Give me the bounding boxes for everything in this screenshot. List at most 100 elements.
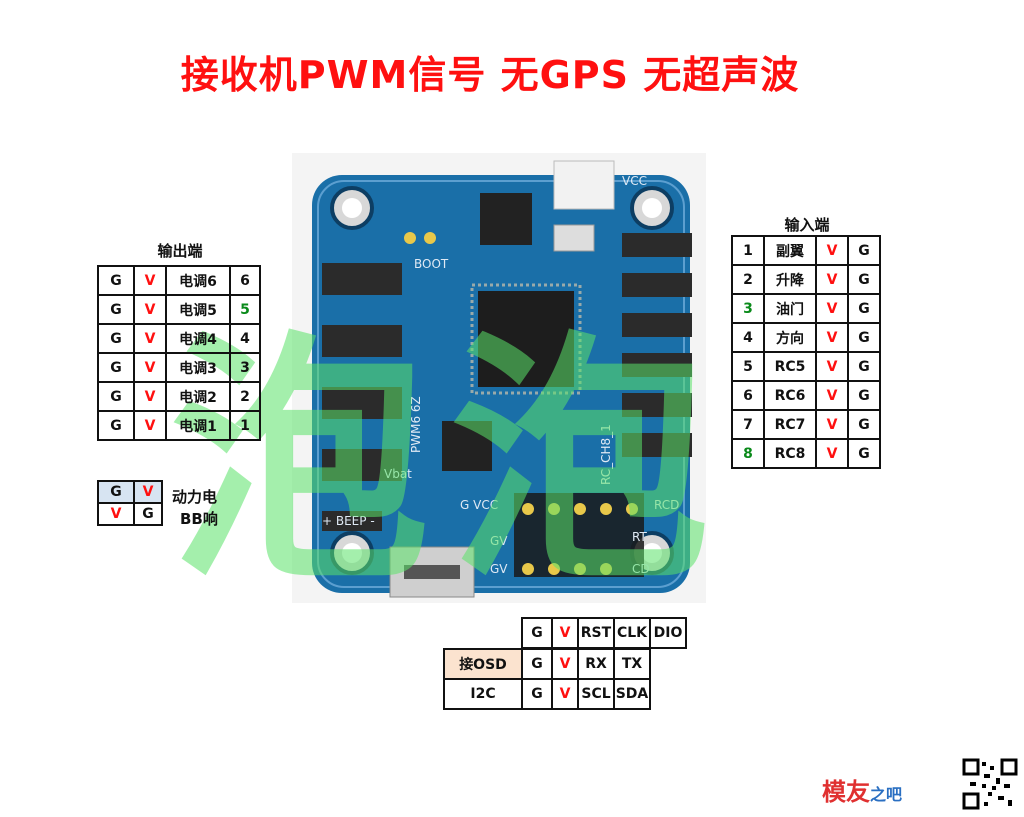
output-num: 6 — [229, 265, 261, 296]
output-g: G — [97, 381, 135, 412]
power-row: G V — [97, 480, 163, 504]
output-name: 电调4 — [165, 323, 231, 354]
power-label: 动力电 — [172, 488, 218, 506]
input-v: V — [815, 235, 849, 266]
output-row: G V 电调5 5 — [97, 294, 261, 325]
output-num: 2 — [229, 381, 261, 412]
input-num: 3 — [731, 293, 765, 324]
board-label-pwm: PWM6 6Z — [409, 396, 423, 453]
output-num: 3 — [229, 352, 261, 383]
power-row: V G — [97, 502, 163, 526]
output-name: 电调1 — [165, 410, 231, 441]
osd-cell: V — [551, 648, 579, 680]
output-g: G — [97, 323, 135, 354]
input-name: RC5 — [763, 351, 817, 382]
input-row: 7 RC7 V G — [731, 409, 881, 440]
input-g: G — [847, 235, 881, 266]
bottom-header-cell: DIO — [649, 617, 687, 649]
output-name: 电调5 — [165, 294, 231, 325]
i2c-cell: SDA — [613, 678, 651, 710]
i2c-row: I2C G V SCL SDA — [443, 678, 651, 710]
i2c-cell: G — [521, 678, 553, 710]
input-name: 油门 — [763, 293, 817, 324]
logo-main: 模友 — [822, 778, 870, 806]
output-v: V — [133, 265, 167, 296]
power-b: G — [133, 502, 163, 526]
board-label-vcc: VCC — [622, 174, 647, 188]
i2c-cell: SCL — [577, 678, 615, 710]
output-row: G V 电调6 6 — [97, 265, 261, 296]
output-caption: 输出端 — [157, 242, 203, 260]
osd-cell: G — [521, 648, 553, 680]
bottom-header-cell: G — [521, 617, 553, 649]
input-g: G — [847, 438, 881, 469]
output-v: V — [133, 294, 167, 325]
osd-cell: RX — [577, 648, 615, 680]
i2c-cell: V — [551, 678, 579, 710]
power-a: G — [97, 480, 135, 504]
board-label-beep: + BEEP - — [322, 514, 375, 528]
bottom-table: 接OSD G V RX TX I2C G V SCL SDA — [443, 648, 651, 710]
input-name: 副翼 — [763, 235, 817, 266]
input-num: 7 — [731, 409, 765, 440]
output-num: 1 — [229, 410, 261, 441]
input-g: G — [847, 322, 881, 353]
input-g: G — [847, 380, 881, 411]
board-label-vbat: Vbat — [384, 467, 412, 481]
input-v: V — [815, 409, 849, 440]
osd-label: 接OSD — [443, 648, 523, 680]
output-row: G V 电调3 3 — [97, 352, 261, 383]
output-name: 电调6 — [165, 265, 231, 296]
output-g: G — [97, 410, 135, 441]
input-name: RC6 — [763, 380, 817, 411]
output-table: G V 电调6 6 G V 电调5 5 G V 电调4 4 G V 电调3 3 … — [97, 265, 261, 441]
board-label-rt: RT — [632, 530, 647, 544]
input-num: 6 — [731, 380, 765, 411]
bottom-header-cell: RST — [577, 617, 615, 649]
board-label-rc: RC_CH8_1 — [599, 424, 613, 485]
bottom-header-cell: V — [551, 617, 579, 649]
input-row: 2 升降 V G — [731, 264, 881, 295]
board-label-boot: BOOT — [414, 257, 449, 271]
input-name: RC8 — [763, 438, 817, 469]
input-table: 1 副翼 V G 2 升降 V G 3 油门 V G 4 方向 V G 5 RC… — [731, 235, 881, 469]
watermark-text: 泡泡 — [170, 312, 730, 614]
bottom-header-row: G V RST CLK DIO — [521, 617, 687, 649]
input-num: 8 — [731, 438, 765, 469]
input-g: G — [847, 351, 881, 382]
board-label-cd: CD — [632, 562, 650, 576]
osd-cell: TX — [613, 648, 651, 680]
output-row: G V 电调1 1 — [97, 410, 261, 441]
flight-controller-board: BOOT VCC RC_CH8_1 PWM6 6Z Vbat + BEEP - … — [292, 153, 706, 603]
input-row: 8 RC8 V G — [731, 438, 881, 469]
input-g: G — [847, 409, 881, 440]
input-name: RC7 — [763, 409, 817, 440]
input-g: G — [847, 264, 881, 295]
output-row: G V 电调2 2 — [97, 381, 261, 412]
output-name: 电调3 — [165, 352, 231, 383]
output-row: G V 电调4 4 — [97, 323, 261, 354]
power-a: V — [97, 502, 135, 526]
output-g: G — [97, 352, 135, 383]
input-v: V — [815, 351, 849, 382]
board-label-gv2: GV — [490, 562, 508, 576]
output-name: 电调2 — [165, 381, 231, 412]
output-g: G — [97, 294, 135, 325]
logo-sub: 之吧 — [870, 785, 903, 804]
input-row: 3 油门 V G — [731, 293, 881, 324]
input-name: 升降 — [763, 264, 817, 295]
bottom-header-table: G V RST CLK DIO — [521, 617, 687, 649]
input-v: V — [815, 293, 849, 324]
input-row: 1 副翼 V G — [731, 235, 881, 266]
osd-row: 接OSD G V RX TX — [443, 648, 651, 680]
input-v: V — [815, 438, 849, 469]
output-g: G — [97, 265, 135, 296]
input-num: 2 — [731, 264, 765, 295]
input-num: 4 — [731, 322, 765, 353]
page-title: 接收机PWM信号 无GPS 无超声波 — [180, 53, 800, 97]
input-row: 6 RC6 V G — [731, 380, 881, 411]
board-label-gv1: GV — [490, 534, 508, 548]
input-num: 5 — [731, 351, 765, 382]
site-logo: 模友之吧 — [822, 772, 902, 807]
output-v: V — [133, 410, 167, 441]
